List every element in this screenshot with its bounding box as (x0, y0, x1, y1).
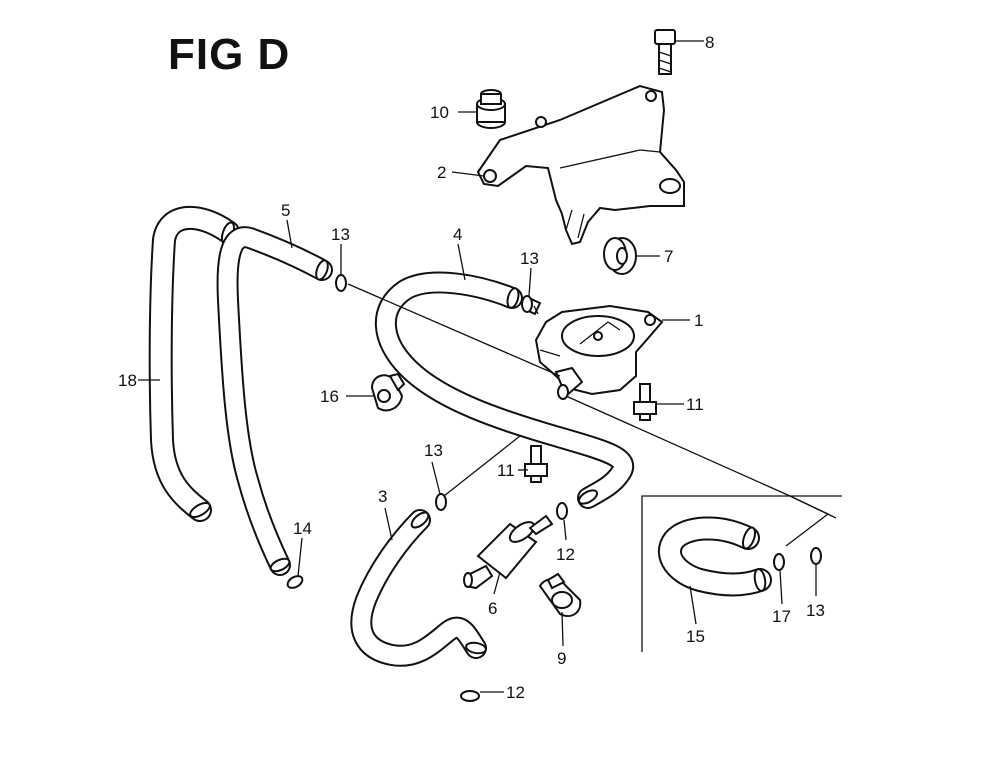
figure-title: FIG D (168, 30, 291, 79)
fuel-filter-6 (463, 514, 554, 590)
clip-9 (538, 572, 582, 618)
callout-13-inset: 13 (806, 601, 825, 620)
callout-18: 18 (118, 371, 137, 390)
hose-15 (657, 516, 772, 597)
bolt-11-right (633, 383, 657, 421)
inset-box (641, 495, 842, 652)
bolt-8 (654, 29, 676, 75)
clamp-13c (435, 493, 447, 511)
clamp-12b (460, 690, 480, 702)
callout-3: 3 (378, 487, 387, 506)
bracket-2 (476, 84, 685, 246)
callout-9: 9 (557, 649, 566, 668)
assembly-lines (347, 283, 837, 547)
grommet-7 (603, 237, 637, 275)
clamp-14 (286, 575, 304, 589)
hose-3 (350, 509, 487, 667)
callout-4: 4 (453, 225, 462, 244)
clamp-17 (773, 553, 785, 571)
callout-13-center: 13 (424, 441, 443, 460)
callout-13-top-left: 13 (331, 225, 350, 244)
callout-12-filter: 12 (556, 545, 575, 564)
callout-11-center: 11 (497, 461, 515, 480)
callout-2: 2 (437, 163, 446, 182)
grommet-10 (476, 89, 506, 129)
bolt-11-center (524, 445, 548, 483)
clamp-13a (335, 274, 347, 292)
fuel-pump-1 (522, 296, 664, 400)
callout-5: 5 (281, 201, 290, 220)
callout-16: 16 (320, 387, 339, 406)
clamp-13d (810, 547, 822, 565)
callout-11-right: 11 (686, 395, 704, 414)
callout-17: 17 (772, 607, 791, 626)
hose-18 (148, 206, 240, 522)
clamp-13b (521, 295, 533, 313)
hose-5 (216, 226, 333, 576)
callout-13-pump: 13 (520, 249, 539, 268)
callout-7: 7 (664, 247, 673, 266)
callout-6: 6 (488, 599, 497, 618)
callout-14: 14 (293, 519, 312, 538)
clamp-12a (556, 502, 568, 520)
callout-12-bottom: 12 (506, 683, 525, 702)
callout-1: 1 (694, 311, 703, 330)
callout-10: 10 (430, 103, 449, 122)
callout-15: 15 (686, 627, 705, 646)
hose-4 (374, 271, 634, 509)
callout-labels: 8 10 2 5 13 4 13 7 1 18 16 11 13 11 3 14… (118, 33, 825, 702)
leader-lines (138, 40, 817, 693)
clip-16 (370, 372, 406, 412)
callout-8: 8 (705, 33, 714, 52)
